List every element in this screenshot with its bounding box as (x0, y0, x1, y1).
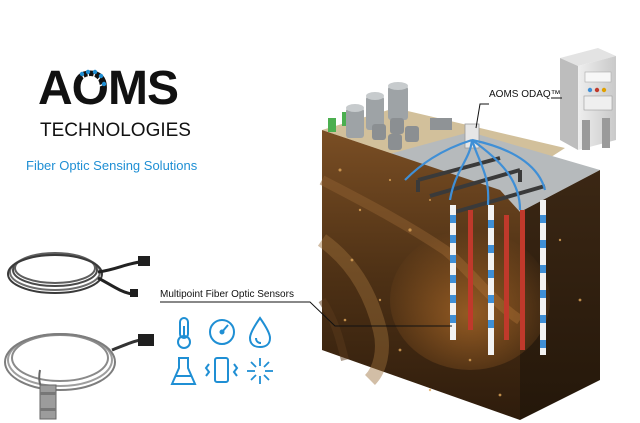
coiled-cable-probe-product (4, 333, 154, 420)
aoms-logo: AOMS TECHNOLOGIES (38, 62, 191, 140)
light-burst-icon (247, 358, 273, 384)
water-drop-icon (248, 316, 272, 349)
pressure-gauge-icon (209, 319, 235, 345)
ground-block (317, 108, 600, 420)
storage-tanks (328, 82, 480, 150)
fiber-burst-logo-mark (81, 71, 105, 91)
logo-subtitle: TECHNOLOGIES (40, 120, 191, 140)
odaq-callout-label: AOMS ODAQ™ (489, 89, 561, 100)
odaq-cabinet (560, 48, 616, 150)
flask-icon (170, 357, 197, 385)
logo-wordmark: AOMS (38, 62, 178, 115)
callout-lines (160, 97, 562, 327)
sensor-rods (450, 200, 546, 355)
coiled-cable-product (7, 252, 150, 297)
fiber-cables (404, 138, 547, 211)
sensors-callout-label: Multipoint Fiber Optic Sensors (160, 289, 294, 300)
thermometer-icon (177, 317, 191, 349)
pipe-manifold (416, 156, 546, 214)
vibration-phone-icon (204, 357, 239, 383)
tagline: Fiber Optic Sensing Solutions (26, 158, 198, 173)
